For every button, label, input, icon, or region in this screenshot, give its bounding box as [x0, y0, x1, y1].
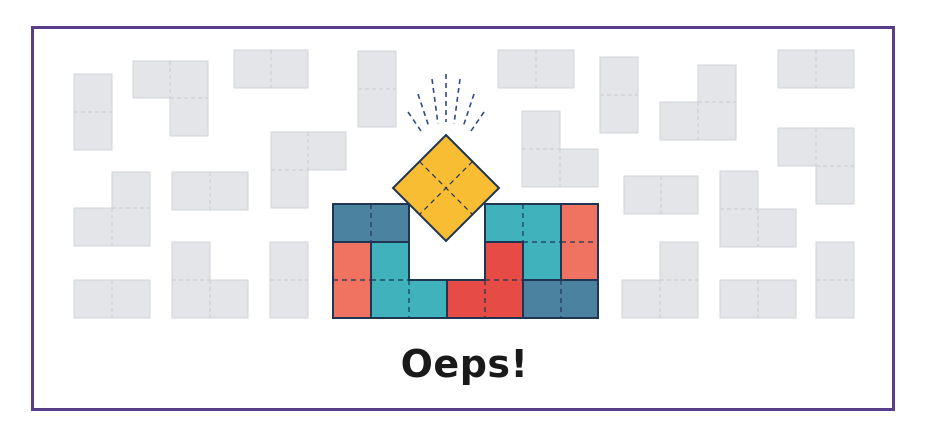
wall-block-seams: [333, 204, 598, 318]
sparkle-lines: [407, 74, 485, 132]
background-piece-seams: [74, 50, 854, 318]
falling-yellow-square-block: [391, 133, 501, 243]
error-caption: Oeps!: [400, 342, 529, 386]
